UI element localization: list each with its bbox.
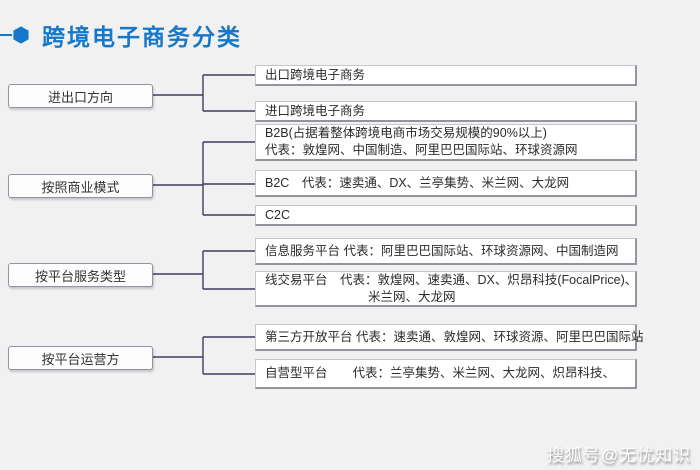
detail-box-b2c: B2C 代表：速卖通、DX、兰亭集势、米兰网、大龙网 [255,170,637,197]
detail-text: B2C 代表：速卖通、DX、兰亭集势、米兰网、大龙网 [265,175,570,190]
hexagon-icon [13,26,29,44]
category-label: 按照商业模式 [41,179,120,195]
detail-text: 信息服务平台 代表：阿里巴巴国际站、环球资源网、中国制造网 [265,243,619,258]
detail-text: C2C [265,207,291,222]
detail-box-info-service-platform: 信息服务平台 代表：阿里巴巴国际站、环球资源网、中国制造网 [255,238,637,265]
detail-box-import-ecommerce: 进口跨境电子商务 [255,101,637,122]
detail-text: 米兰网、大龙网 [368,289,456,304]
detail-box-c2c: C2C [255,205,637,226]
category-label: 按平台服务类型 [34,268,126,284]
detail-box-online-trade-platform: 线交易平台 代表：敦煌网、速卖通、DX、炽昂科技(FocalPrice)、 米兰… [255,271,637,307]
detail-text: 线交易平台 代表：敦煌网、速卖通、DX、炽昂科技(FocalPrice)、 [265,272,638,287]
detail-text: B2B(占据着整体跨境电商市场交易规模的90%以上) [265,126,547,140]
detail-box-b2b: B2B(占据着整体跨境电商市场交易规模的90%以上) 代表：敦煌网、中国制造、阿… [255,124,637,161]
category-box-business-model: 按照商业模式 [8,174,153,198]
detail-text: 进口跨境电子商务 [265,103,366,118]
category-label: 按平台运营方 [41,351,120,367]
detail-box-export-ecommerce: 出口跨境电子商务 [255,65,637,86]
detail-text: 自营型平台 代表：兰亭集势、米兰网、大龙网、炽昂科技、 [265,366,616,380]
detail-text: 第三方开放平台 代表：速卖通、敦煌网、环球资源、阿里巴巴国际站 [265,329,644,344]
detail-text: 出口跨境电子商务 [265,67,366,82]
category-box-import-export-direction: 进出口方向 [8,84,153,108]
category-box-platform-service-type: 按平台服务类型 [8,263,153,287]
watermark: 搜狐号@无忧知识 [547,446,692,465]
detail-box-self-operated-platform: 自营型平台 代表：兰亭集势、米兰网、大龙网、炽昂科技、 [255,359,637,389]
page-title: 跨境电子商务分类 [42,24,242,50]
category-label: 进出口方向 [47,89,113,105]
title-lead-line [0,34,12,36]
category-box-platform-operator: 按平台运营方 [8,346,153,370]
detail-box-third-party-open-platform: 第三方开放平台 代表：速卖通、敦煌网、环球资源、阿里巴巴国际站 [255,324,644,351]
detail-text: 代表：敦煌网、中国制造、阿里巴巴国际站、环球资源网 [265,143,578,157]
page-header: 跨境电子商务分类 [0,18,242,52]
